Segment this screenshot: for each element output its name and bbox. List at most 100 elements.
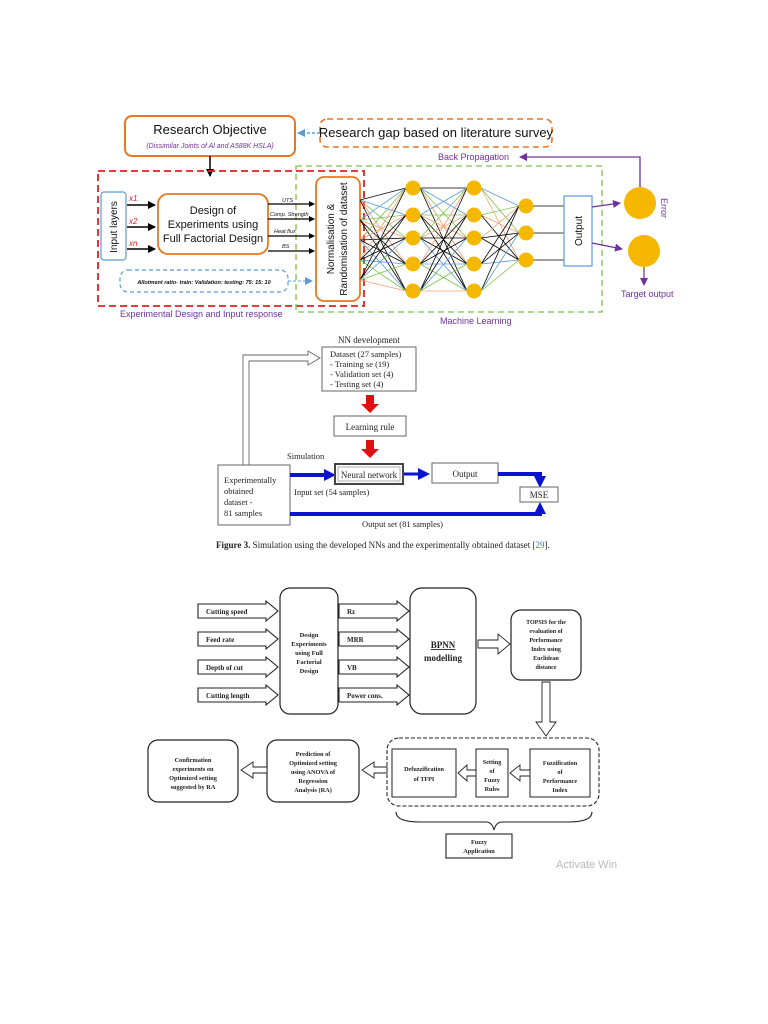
nn-node	[466, 256, 482, 272]
activate-windows-watermark: Activate Win	[556, 859, 617, 871]
fuzzification-line-1: Fuzzification	[543, 760, 578, 767]
response-arrow-1-label: MRR	[347, 636, 365, 644]
nn-edge	[480, 205, 520, 239]
comp-strength-label: Comp. Strength	[270, 212, 309, 218]
caption-bold: Figure 3.	[216, 540, 250, 550]
learning-rule-label: Learning rule	[346, 422, 395, 432]
nn-edge	[419, 214, 468, 292]
response-arrow-1: MRR	[338, 627, 410, 651]
hollow-arrow-bpnn-topsis	[477, 633, 511, 655]
confirmation-box	[147, 739, 239, 803]
input-arrow-2: Depth of cut	[197, 655, 279, 679]
fuzzification-line-2: of	[557, 769, 563, 776]
response-arrow-0-label: Rz	[347, 608, 355, 616]
nn-edge	[359, 237, 407, 261]
nn-edge	[419, 187, 468, 239]
nn-edge	[359, 214, 407, 281]
back-propagation-line	[519, 153, 641, 190]
fuzzy-rules-box	[475, 748, 509, 798]
prediction-line-2: Optimized setting	[289, 760, 338, 767]
bpnn-line-1: BPNN	[431, 640, 456, 650]
fuzzification-box	[529, 748, 591, 798]
rules-line-1: Setting	[483, 759, 502, 766]
experimental-design-container	[97, 170, 365, 307]
nn-edge	[480, 187, 520, 207]
nn-edge	[359, 199, 407, 216]
topsis-line-5: Euclidean	[533, 656, 559, 662]
doe-line-2: Experiments using	[168, 219, 259, 231]
input-arrow-3: Cutting length	[197, 683, 279, 707]
nn-edge	[419, 237, 468, 265]
nn-edge	[359, 263, 407, 281]
x1-label: x1	[128, 194, 137, 203]
topsis-line-2: evaluation of	[529, 629, 563, 635]
prediction-line-5: Analysis (RA)	[294, 787, 332, 794]
machine-learning-label: Machine Learning	[440, 316, 512, 326]
normalisation-line-2: Randomisation of dataset	[339, 182, 350, 296]
blue-arrow-to-mse-top	[498, 472, 546, 488]
bottom-doe-line-1: Design	[300, 632, 319, 639]
input-arrow-0-shape	[197, 599, 279, 623]
nn-node	[405, 256, 421, 272]
rules-line-4: Rules	[485, 786, 500, 793]
nn-edge	[359, 259, 407, 292]
nn-edge	[419, 187, 468, 265]
nn-edge	[480, 205, 520, 265]
input-layers-label: Input layers	[109, 201, 120, 253]
prediction-line-1: Prediction of	[296, 751, 332, 758]
response-arrow-0-shape	[338, 599, 410, 623]
nn-edge	[359, 237, 407, 281]
nn-edge	[480, 232, 520, 292]
nn-edge	[359, 219, 407, 292]
research-objective-title: Research Objective	[153, 122, 266, 137]
nn-edge	[359, 219, 407, 265]
topsis-line-4: Index using	[531, 647, 561, 653]
bpnn-box	[409, 587, 477, 715]
fuzzy-app-line-2: Application	[463, 848, 495, 855]
nn-node	[518, 198, 534, 214]
nn-edge	[359, 187, 407, 281]
dataset-line-1: Dataset (27 samples)	[330, 349, 401, 359]
response-arrow-2-label: VB	[347, 664, 357, 672]
caption-ref: 29	[536, 540, 546, 550]
nn-edge	[419, 187, 468, 292]
fuzzification-line-4: Index	[552, 787, 568, 794]
normalisation-box	[315, 176, 361, 302]
experimental-line-4: 81 samples	[224, 508, 262, 518]
nn-node	[405, 207, 421, 223]
neural-network-label: Neural network	[341, 470, 398, 480]
nn-nodes	[405, 180, 534, 299]
red-arrow-1	[361, 395, 379, 413]
rules-line-2: of	[489, 768, 495, 775]
figure-caption: Figure 3. Simulation using the developed…	[216, 540, 550, 550]
normalisation-line-1: Normalisation &	[326, 203, 337, 274]
hollow-arrow-fuzz-rules	[509, 764, 531, 782]
experimental-design-label: Experimental Design and Input response	[120, 309, 283, 319]
topsis-box	[510, 609, 582, 681]
nn-node	[518, 225, 534, 241]
nn-node	[405, 230, 421, 246]
nn-edge	[419, 187, 468, 216]
top-ml-diagram: Research Objective (Dissimilar Joints of…	[97, 115, 674, 326]
research-gap-box	[319, 118, 553, 148]
confirmation-line-1: Confirmation	[175, 757, 212, 764]
nn-connections	[359, 187, 564, 292]
research-objective-subtitle: (Dissimilar Joints of Al and A588K HSLA)	[146, 143, 273, 150]
nn-edge	[480, 205, 520, 216]
red-arrow-2	[361, 440, 379, 458]
hollow-arrow-to-dataset	[242, 350, 321, 466]
input-arrow-3-shape	[197, 683, 279, 707]
mse-label: MSE	[530, 490, 549, 500]
machine-learning-container	[295, 165, 603, 313]
hollow-arrow-fuzzy-prediction	[361, 761, 388, 779]
nn-node	[466, 230, 482, 246]
topsis-line-6: distance	[536, 665, 557, 671]
bpnn-line-2: modelling	[424, 653, 463, 663]
confirmation-line-3: Optimized setting	[169, 775, 218, 782]
response-arrow-0: Rz	[338, 599, 410, 623]
nn-node	[466, 180, 482, 196]
topsis-line-1: TOPSIS for the	[526, 620, 566, 626]
response-arrow-1-shape	[338, 627, 410, 651]
